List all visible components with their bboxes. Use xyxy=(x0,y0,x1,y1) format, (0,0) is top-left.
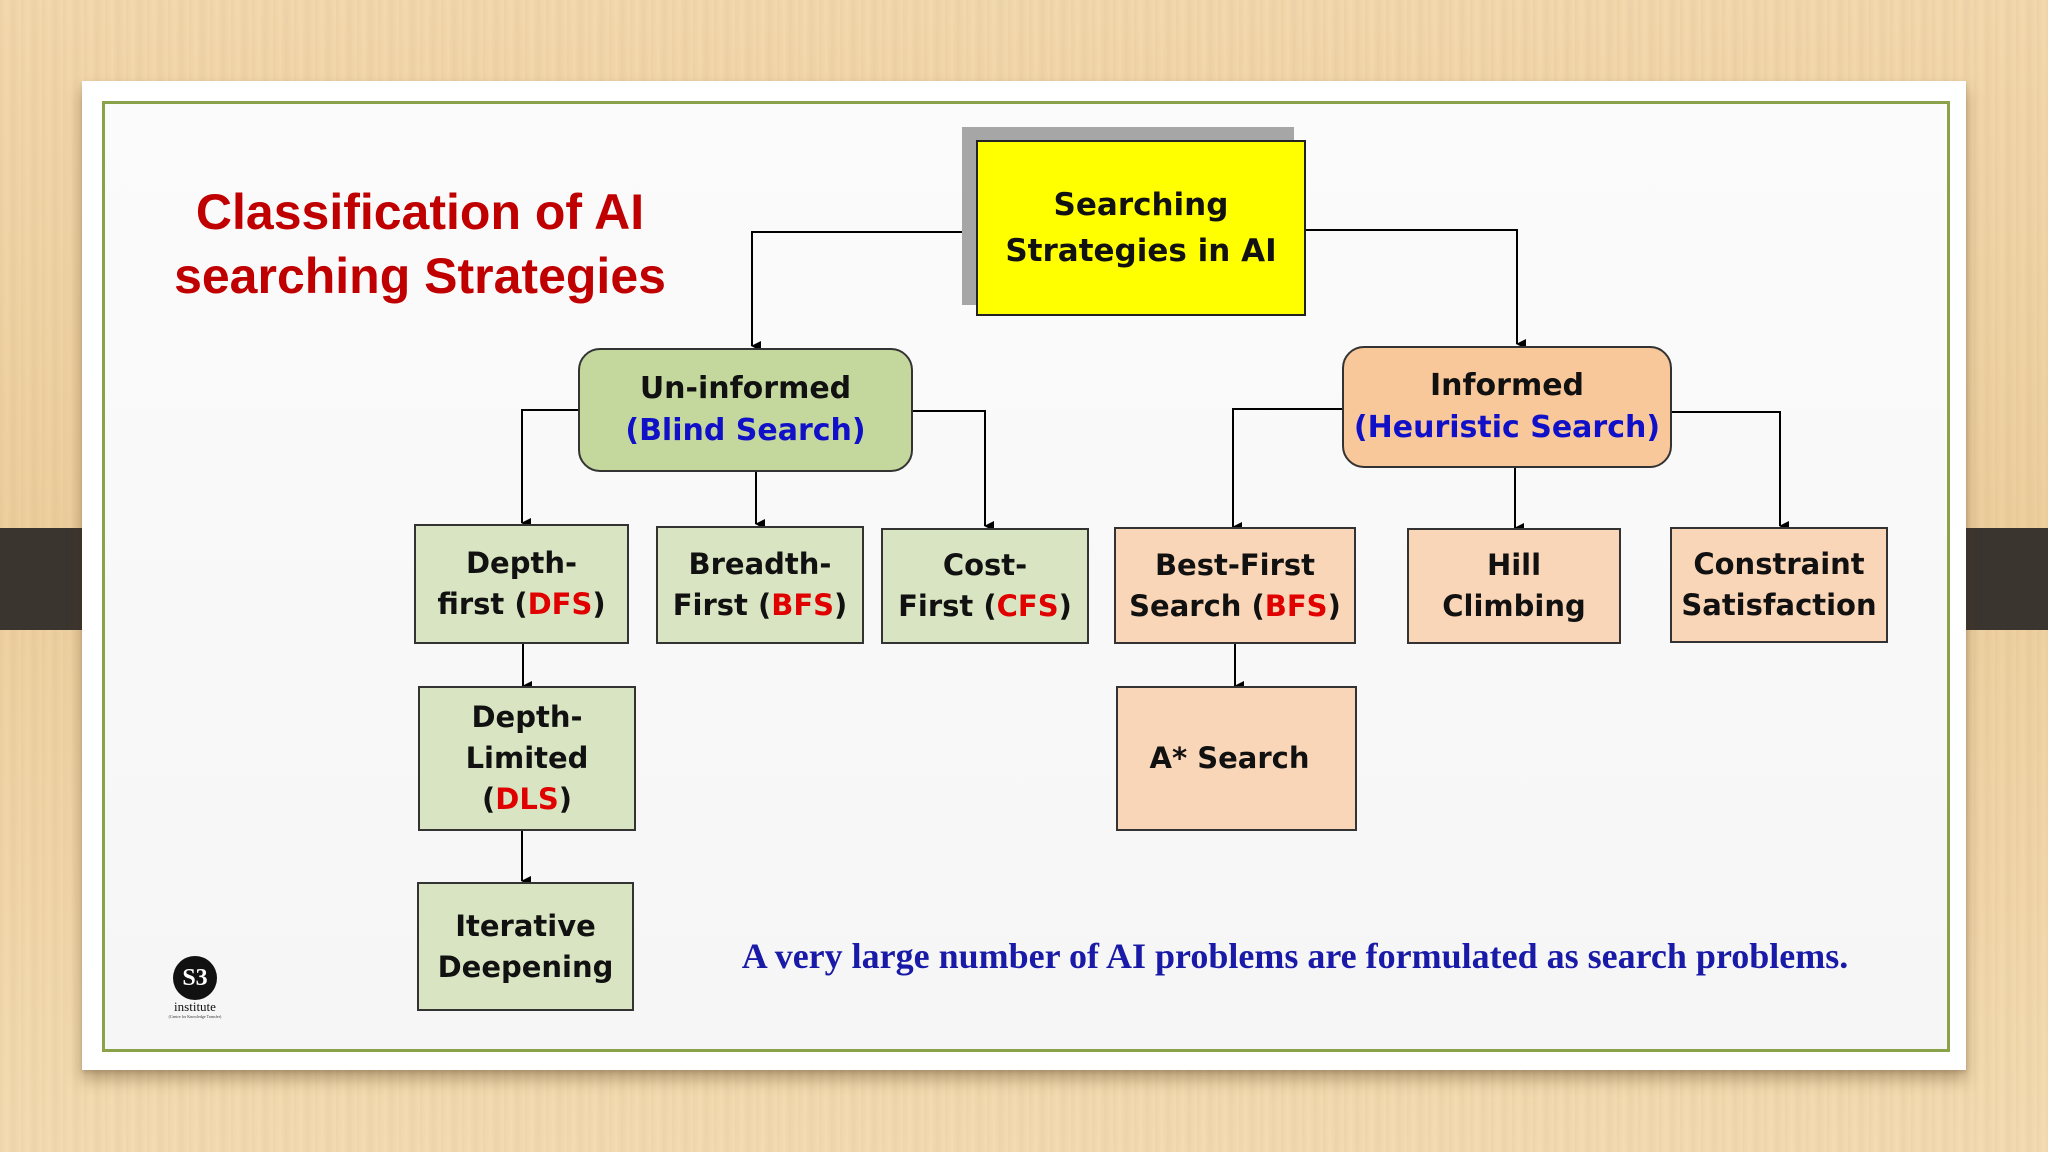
hill-line-2: Climbing xyxy=(1442,589,1586,623)
breadth-first-node: Breadth- First (BFS) xyxy=(656,526,864,644)
constraint-line-1: Constraint xyxy=(1693,547,1865,581)
a-star-label: A* Search xyxy=(1149,741,1310,775)
root-node: Searching Strategies in AI xyxy=(976,140,1306,316)
cfs-abbr: CFS xyxy=(996,589,1059,623)
dls-line-3: (DLS) xyxy=(482,779,572,820)
cfs-line-2: First (CFS) xyxy=(898,586,1072,627)
logo-word: institute xyxy=(174,999,216,1014)
dls-close: ) xyxy=(558,782,572,816)
hill-line-1: Hill xyxy=(1486,548,1542,582)
best-first-line-2: Search (BFS) xyxy=(1129,586,1341,627)
dfs-close: ) xyxy=(592,587,606,621)
constraint-line-2: Satisfaction xyxy=(1681,588,1877,622)
uninformed-label: Un-informed xyxy=(639,371,852,406)
cost-first-node: Cost- First (CFS) xyxy=(881,528,1089,644)
root-line-1: Searching xyxy=(1053,187,1229,223)
breadth-close: ) xyxy=(834,588,848,622)
connector-root-informed xyxy=(1306,229,1526,349)
dls-line-2: Limited xyxy=(465,741,589,775)
best-first-abbr: BFS xyxy=(1264,588,1328,623)
cfs-close: ) xyxy=(1058,589,1072,623)
cfs-line-2-text: First ( xyxy=(898,589,997,623)
breadth-line-2: First (BFS) xyxy=(673,585,848,626)
dls-line-1: Depth- xyxy=(471,700,583,734)
informed-node: Informed (Heuristic Search) xyxy=(1342,346,1672,468)
iterative-deepening-node: Iterative Deepening xyxy=(417,882,634,1011)
logo-tagline: (Centre for Knowledge Transfer) xyxy=(168,1014,222,1019)
depth-limited-node: Depth- Limited (DLS) xyxy=(418,686,636,831)
dfs-line-2: first (DFS) xyxy=(437,584,605,625)
iterative-line-2: Deepening xyxy=(437,949,614,984)
connector-uninformed-cfs xyxy=(913,410,994,531)
connector-informed-bestfirst xyxy=(1232,408,1342,532)
dfs-abbr: DFS xyxy=(527,587,593,621)
cfs-line-1: Cost- xyxy=(942,548,1028,582)
dls-abbr: DLS xyxy=(495,782,559,816)
informed-label: Informed xyxy=(1429,368,1585,403)
best-first-line-2-text: Search ( xyxy=(1129,588,1265,623)
connector-uninformed-dfs xyxy=(521,409,578,528)
connector-informed-constraint xyxy=(1672,411,1789,531)
root-line-2: Strategies in AI xyxy=(1005,233,1277,269)
title-line-2: searching Strategies xyxy=(174,248,666,304)
footer-statement: A very large number of AI problems are f… xyxy=(741,936,1849,976)
uninformed-subtitle: (Blind Search) xyxy=(625,413,866,448)
informed-subtitle: (Heuristic Search) xyxy=(1353,410,1661,445)
a-star-node: A* Search xyxy=(1116,686,1357,831)
constraint-satisfaction-node: Constraint Satisfaction xyxy=(1670,527,1888,643)
title-line-1: Classification of AI xyxy=(195,184,645,240)
dfs-line-2-text: first ( xyxy=(437,587,528,621)
hill-climbing-node: Hill Climbing xyxy=(1407,528,1621,644)
breadth-line-2-text: First ( xyxy=(672,588,772,622)
iterative-line-1: Iterative xyxy=(455,908,596,943)
logo-mark: S3 xyxy=(173,956,217,1000)
breadth-abbr: BFS xyxy=(771,588,835,622)
best-first-close: ) xyxy=(1327,588,1341,623)
slide-title: Classification of AI searching Strategie… xyxy=(140,180,700,308)
s3-institute-logo: S3 institute (Centre for Knowledge Trans… xyxy=(152,956,238,1026)
connector-root-uninformed xyxy=(751,231,976,351)
breadth-line-1: Breadth- xyxy=(688,547,832,581)
best-first-line-1: Best-First xyxy=(1154,547,1316,582)
dfs-line-1: Depth- xyxy=(465,546,578,580)
best-first-node: Best-First Search (BFS) xyxy=(1114,527,1356,644)
dls-open: ( xyxy=(482,782,496,816)
dfs-node: Depth- first (DFS) xyxy=(414,524,629,644)
uninformed-node: Un-informed (Blind Search) xyxy=(578,348,913,472)
